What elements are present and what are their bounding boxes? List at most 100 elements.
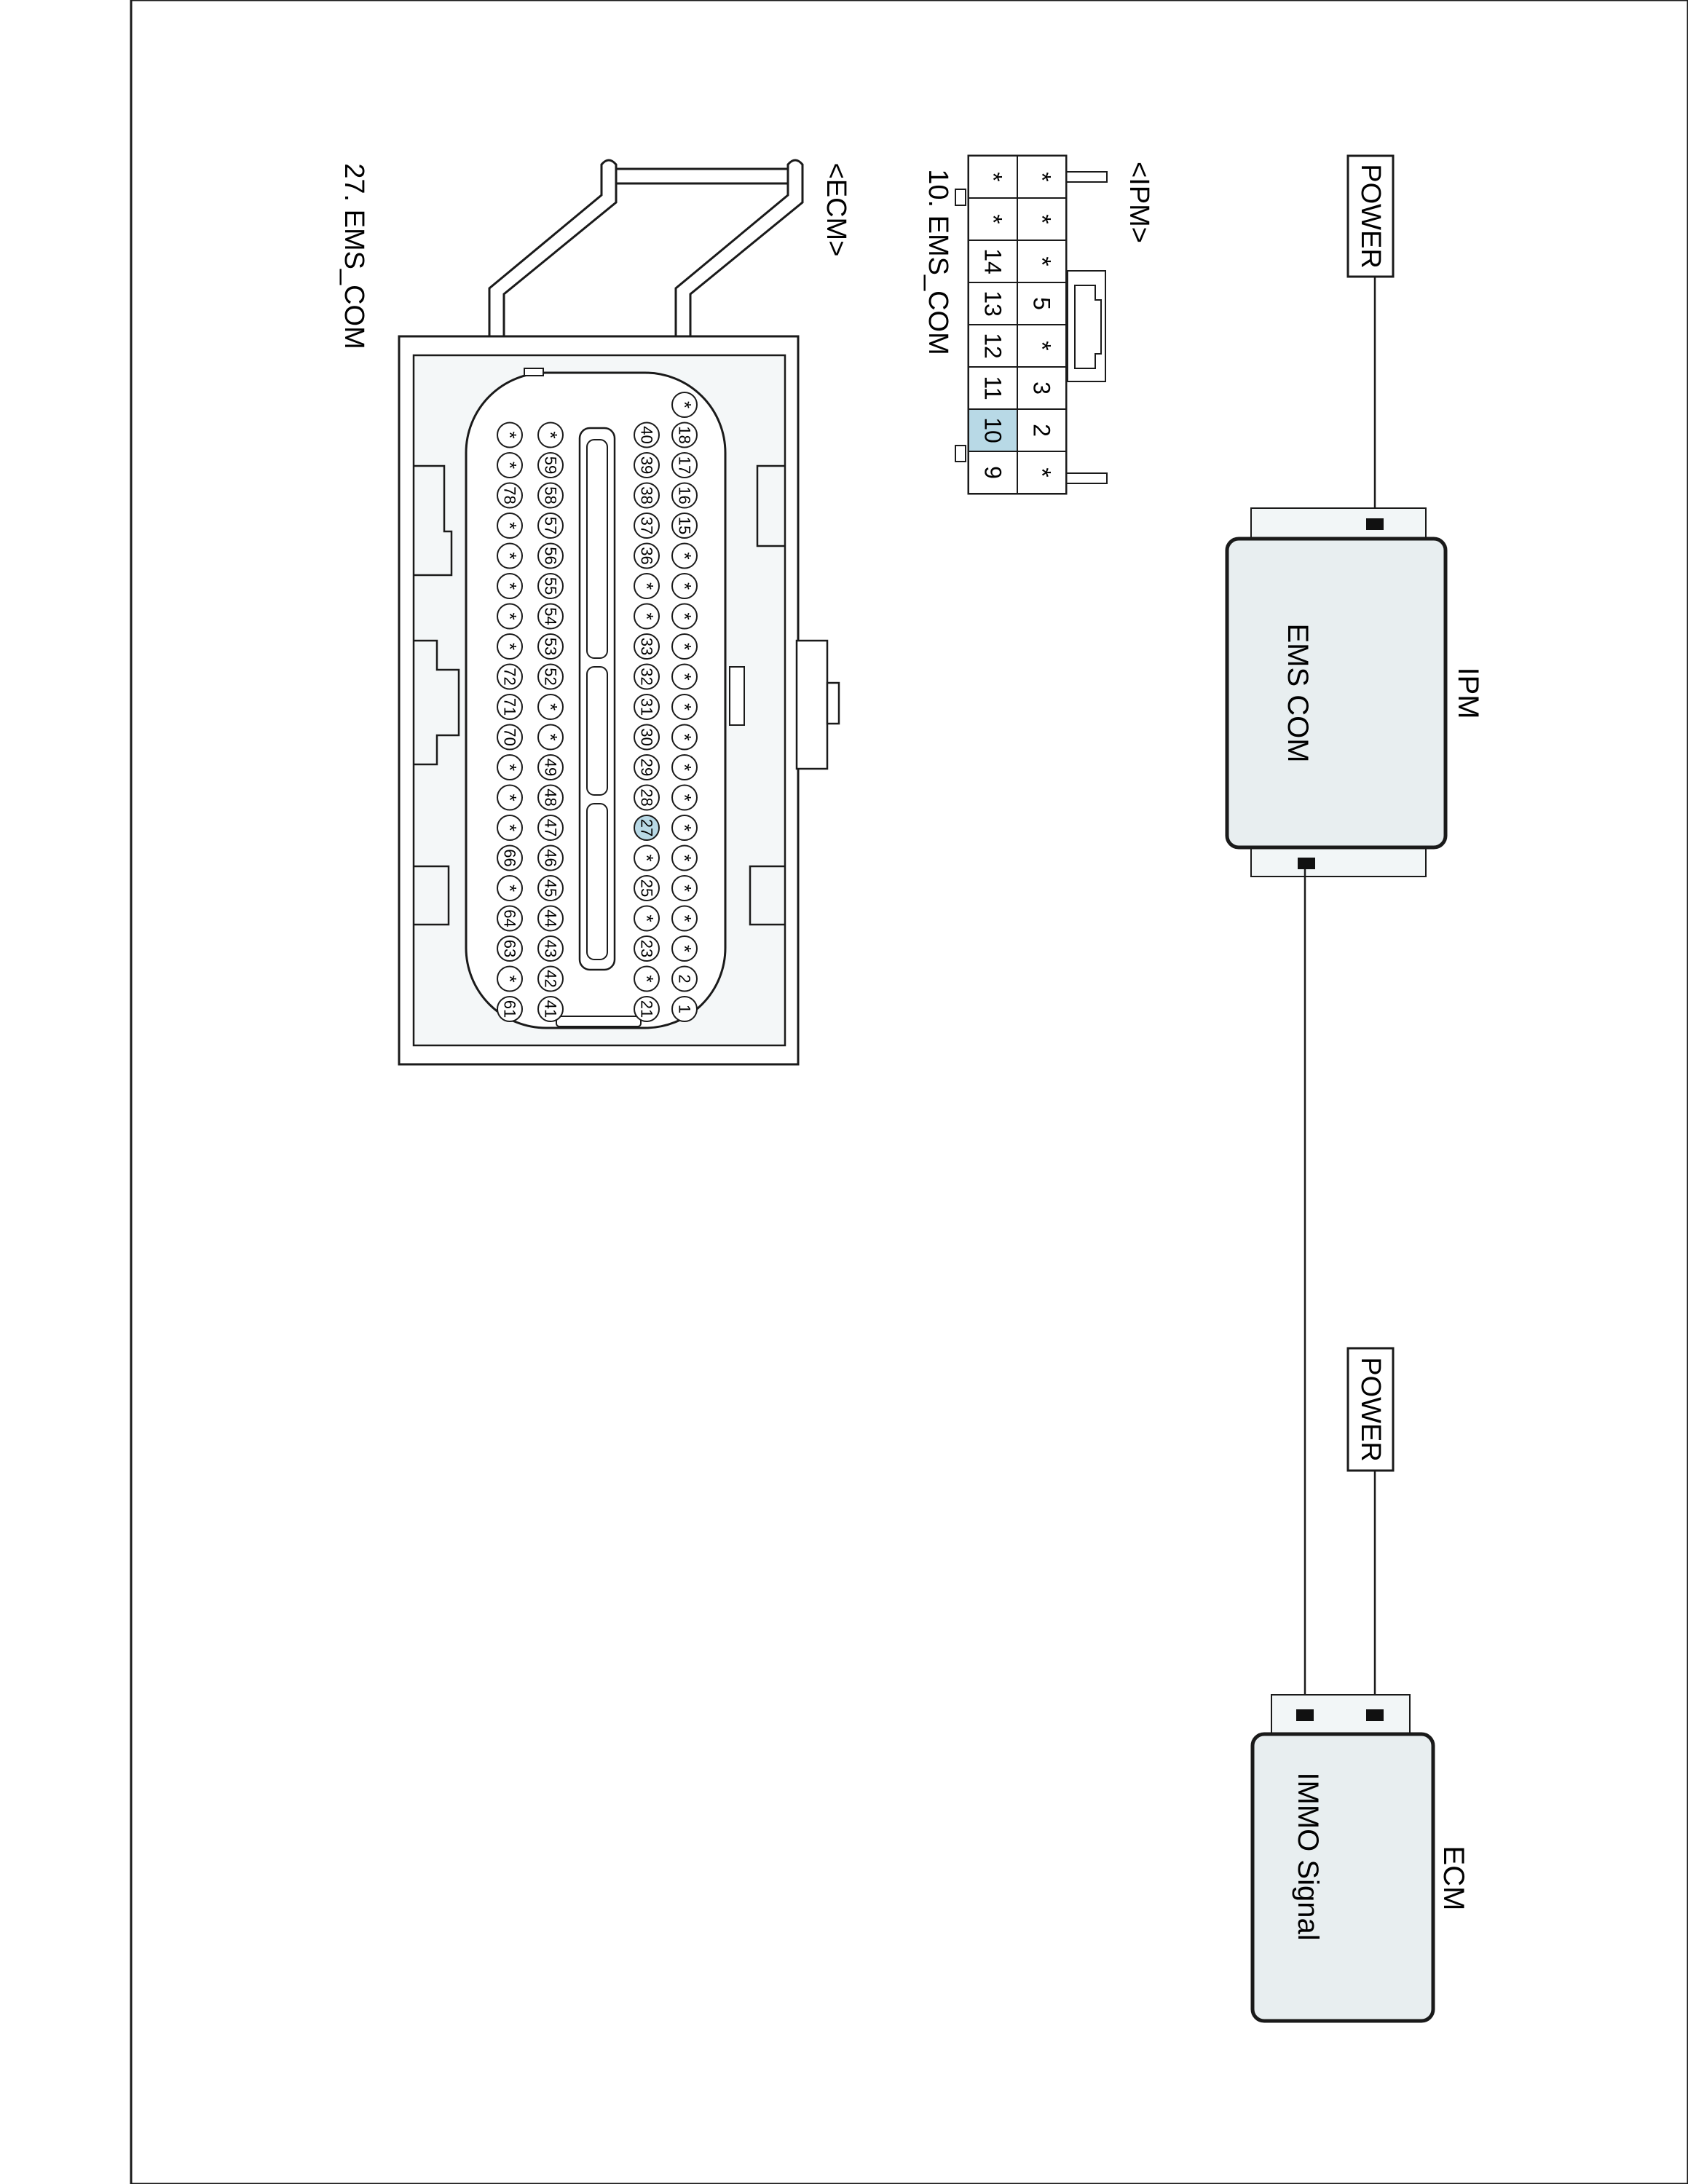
ecm-pin-label: 23 xyxy=(638,940,656,957)
ecm-pin xyxy=(497,694,523,720)
ecm-pin xyxy=(671,542,698,569)
ecm-pin xyxy=(497,573,523,599)
ecm-pin xyxy=(634,905,660,932)
ecm-bracket-bar xyxy=(615,167,789,185)
ecm-pin-label: 66 xyxy=(501,849,519,866)
ecm-pin xyxy=(671,513,698,539)
ipm-module: IPM EMS COM xyxy=(1225,507,1484,877)
ipm-module-box xyxy=(1225,537,1448,850)
ecm-pin xyxy=(634,724,660,751)
ecm-pin-label: * xyxy=(540,431,561,438)
ecm-pin-label: 1 xyxy=(676,1005,694,1013)
ecm-connector-title: <ECM> xyxy=(821,163,851,257)
ecm-pin-label: * xyxy=(636,612,658,620)
ecm-pin xyxy=(497,633,523,660)
ecm-bracket-right xyxy=(674,159,804,344)
ecm-pin xyxy=(634,482,660,509)
ecm-pin xyxy=(671,633,698,660)
ecm-pin-label: * xyxy=(674,733,695,740)
ecm-block-label: IMMO Signal xyxy=(1292,1772,1324,1940)
ecm-connector-caption: 27. EMS_COM xyxy=(339,163,369,349)
ipm-cell xyxy=(968,282,1018,325)
ecm-pin xyxy=(634,422,660,448)
ecm-pin xyxy=(671,603,698,630)
ecm-pin xyxy=(634,965,660,992)
ecm-pin-label: * xyxy=(674,703,695,711)
ecm-pin-label: 42 xyxy=(542,970,560,987)
ecm-pin-label: * xyxy=(674,945,695,952)
ipm-key-top xyxy=(955,189,966,206)
ecm-pin xyxy=(537,844,564,871)
ecm-pin-label: * xyxy=(674,764,695,771)
ecm-pin xyxy=(497,724,523,751)
ipm-connector-caption: 10. EMS_COM xyxy=(923,169,953,355)
ecm-pin-label: 33 xyxy=(638,638,656,655)
ecm-power-label: POWER xyxy=(1346,1347,1395,1472)
ecm-pin-label: * xyxy=(499,824,521,831)
ecm-pin-label: 25 xyxy=(638,879,656,897)
ecm-pin-label: 44 xyxy=(542,909,560,927)
ecm-pin-label: 53 xyxy=(542,638,560,655)
ecm-pin-label: * xyxy=(499,522,521,529)
ecm-pin xyxy=(497,513,523,539)
ecm-pin xyxy=(634,633,660,660)
ecm-pin xyxy=(634,996,660,1022)
ipm-pin-label: * xyxy=(1028,341,1056,350)
ecm-pin-label: 28 xyxy=(638,788,656,806)
ecm-pin xyxy=(537,694,564,720)
svg-text:POWER: POWER xyxy=(1355,1357,1386,1462)
ecm-pin xyxy=(537,542,564,569)
ipm-cell xyxy=(968,366,1018,410)
ecm-pin xyxy=(537,573,564,599)
ecm-pin xyxy=(671,663,698,690)
ecm-pin xyxy=(634,935,660,962)
ecm-pin xyxy=(671,996,698,1022)
ecm-pin-label: 32 xyxy=(638,668,656,685)
ecm-pin-label: * xyxy=(636,582,658,590)
ecm-pin-label: 38 xyxy=(638,486,656,504)
ecm-pin-label: * xyxy=(674,824,695,831)
ecm-pin xyxy=(537,452,564,478)
ecm-pin xyxy=(634,815,660,841)
ecm-pin-label: * xyxy=(499,431,521,438)
ecm-pin xyxy=(634,875,660,901)
ecm-pin xyxy=(497,754,523,780)
ecm-pin-label: * xyxy=(499,794,521,801)
ecm-pin xyxy=(537,935,564,962)
ecm-pin-label: * xyxy=(674,673,695,680)
ecm-pin-label: * xyxy=(499,885,521,892)
ecm-pin-label: * xyxy=(674,401,695,408)
ecm-pin xyxy=(537,663,564,690)
ecm-pin xyxy=(537,815,564,841)
ecm-module: ECM IMMO Signal xyxy=(1250,1694,1470,2023)
ipm-pin-label: 5 xyxy=(1029,297,1055,310)
ecm-pin-label: * xyxy=(636,854,658,861)
ipm-cell xyxy=(968,240,1018,283)
ipm-pin-label: 14 xyxy=(980,248,1006,274)
ecm-pin-label: * xyxy=(674,854,695,861)
ecm-pin xyxy=(671,844,698,871)
ipm-pin-label: 12 xyxy=(980,333,1006,359)
ecm-pin xyxy=(537,633,564,660)
ecm-pin xyxy=(497,542,523,569)
ecm-pin xyxy=(537,784,564,811)
ecm-pin xyxy=(537,603,564,630)
ecm-pin xyxy=(671,815,698,841)
ipm-power-label: POWER xyxy=(1346,154,1395,278)
ecm-pin-label: 36 xyxy=(638,547,656,564)
ecm-pin xyxy=(634,754,660,780)
ecm-pin-label: 31 xyxy=(638,698,656,716)
ecm-pin-label: 48 xyxy=(542,788,560,806)
ecm-pin-label: * xyxy=(674,552,695,559)
ecm-pin-label: * xyxy=(674,794,695,801)
ecm-pin xyxy=(634,573,660,599)
ipm-pin-bottom xyxy=(1298,858,1315,869)
ipm-module-name: IPM xyxy=(1452,667,1484,719)
ecm-pin-label: 49 xyxy=(542,759,560,776)
ecm-pin-label: 58 xyxy=(542,486,560,504)
ecm-pin xyxy=(671,965,698,992)
ipm-connector-title: <IPM> xyxy=(1124,162,1154,243)
ecm-pin-label: 63 xyxy=(501,940,519,957)
ecm-pin-label: 78 xyxy=(501,486,519,504)
